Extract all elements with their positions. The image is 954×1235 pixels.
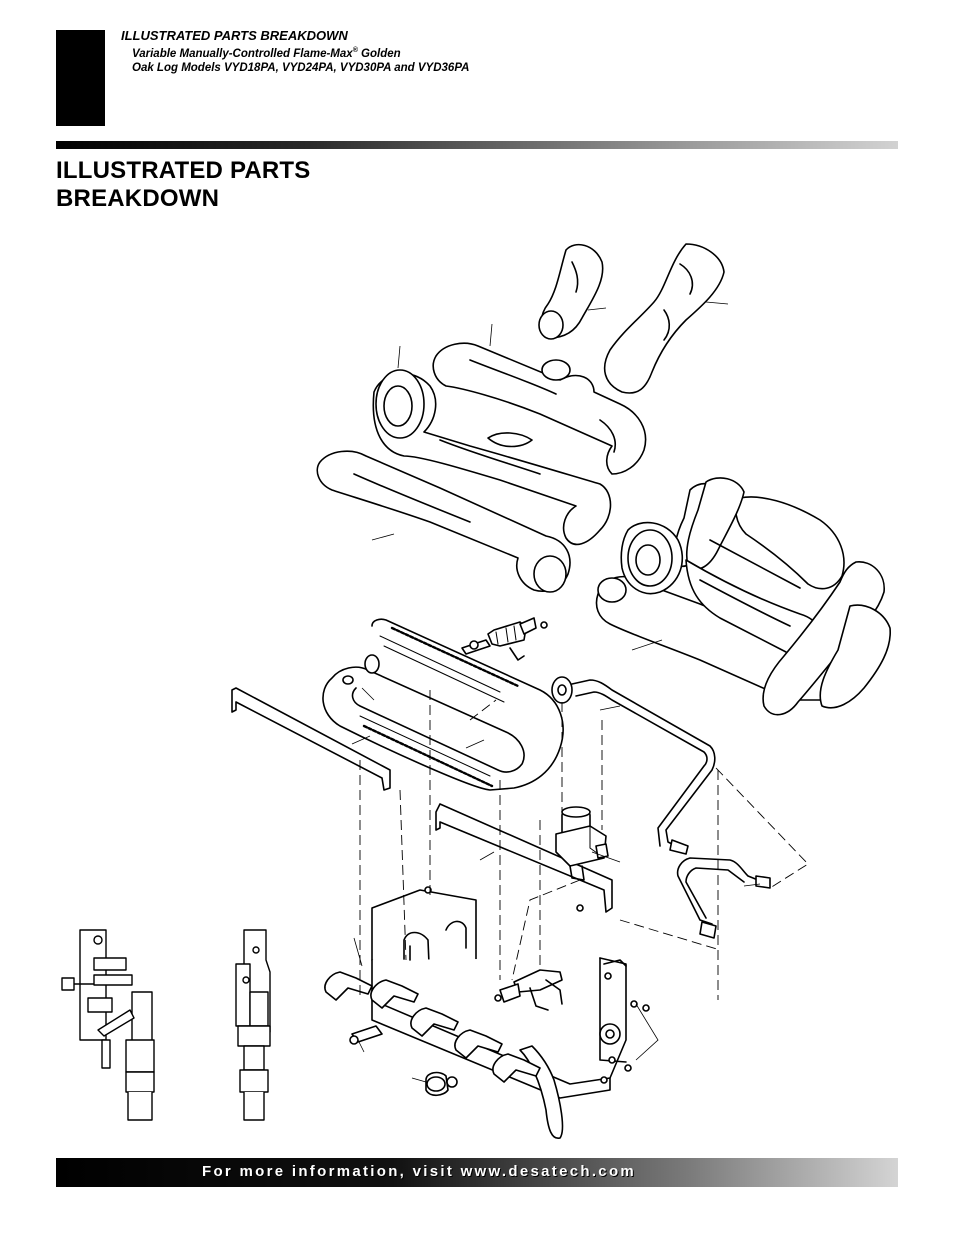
footer-banner: For more information, visit www.desatech… <box>56 1158 898 1187</box>
burner-bracket <box>231 687 391 791</box>
assembled-log-set <box>595 477 891 716</box>
footer-text: For more information, visit www.desatech… <box>202 1163 637 1180</box>
header-model-line-2: Oak Log Models VYD18PA, VYD24PA, VYD30PA… <box>132 61 470 74</box>
header-section-title: ILLUSTRATED PARTS BREAKDOWN <box>121 28 348 43</box>
front-split-log <box>372 369 612 546</box>
section-tab <box>56 30 105 126</box>
header-rule <box>56 141 898 149</box>
pilot-detail-inset-2 <box>235 929 271 1121</box>
header-model-line-1: Variable Manually-Controlled Flame-Max® … <box>132 47 401 60</box>
grate-fingers <box>324 971 541 1083</box>
log-grate-base <box>371 889 627 1139</box>
pilot-assembly-lower <box>494 969 563 1011</box>
burner-tube <box>322 618 564 791</box>
small-top-log <box>538 243 604 340</box>
page-title: ILLUSTRATED PARTS BREAKDOWN <box>56 157 311 212</box>
pilot-assembly-top <box>461 617 548 661</box>
assembly-guide-lines <box>359 690 809 1000</box>
pilot-detail-inset-1 <box>61 929 155 1121</box>
gas-tube <box>551 676 716 855</box>
upper-right-log <box>603 243 725 394</box>
middle-long-log <box>432 342 647 475</box>
leader-lines <box>351 301 761 1083</box>
igniter-and-knob <box>349 886 650 1097</box>
running-header: ILLUSTRATED PARTS BREAKDOWN Variable Man… <box>121 28 469 75</box>
connector-tube <box>676 857 771 939</box>
bottom-long-log <box>316 450 571 593</box>
